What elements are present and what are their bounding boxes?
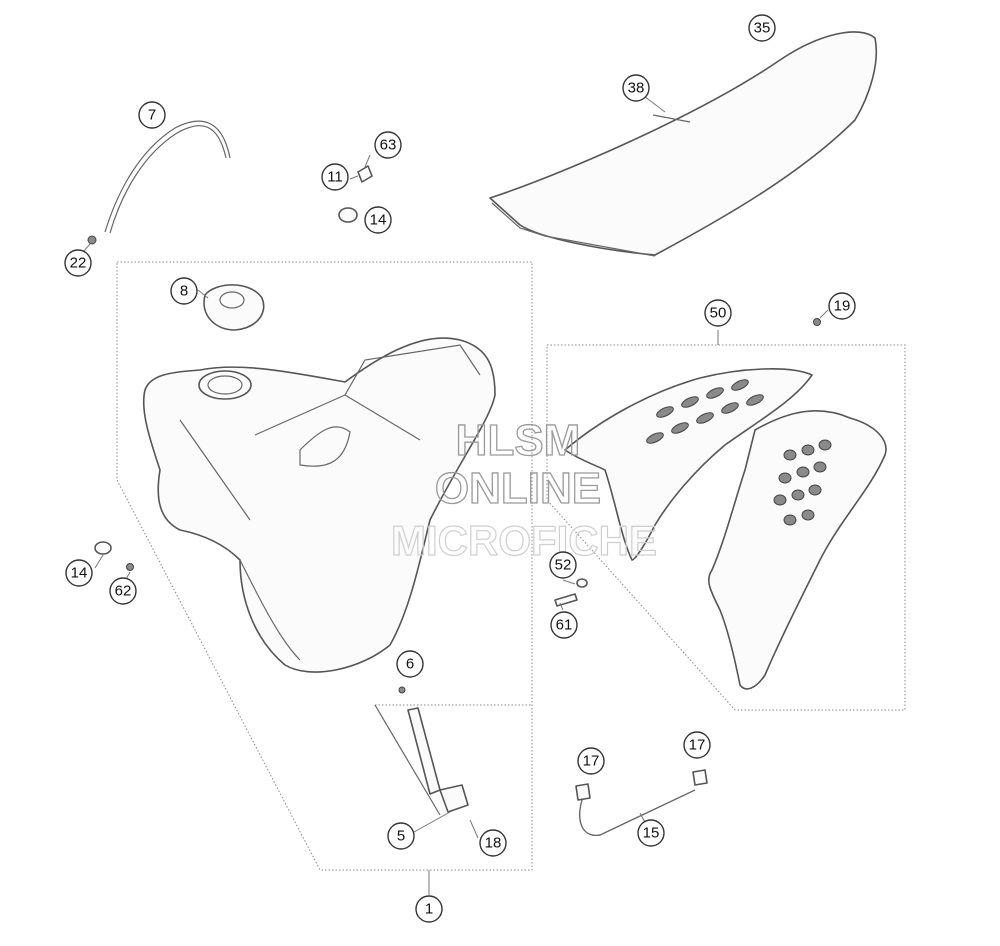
watermark: HLSM ONLINE MICROFICHE [390,415,657,564]
callout-15: 15 [637,819,665,847]
top-fasteners [338,165,373,223]
callout-1: 1 [415,895,443,923]
svg-text:14: 14 [370,212,387,229]
watermark-line2: ONLINE [435,464,601,513]
left-fasteners [94,541,134,571]
svg-text:50: 50 [710,305,727,322]
callout-14: 14 [364,206,392,234]
watermark-line3: MICROFICHE [391,517,657,564]
svg-text:62: 62 [115,583,132,600]
svg-text:19: 19 [834,298,851,315]
callout-11: 11 [321,163,349,191]
callout-52: 52 [549,551,577,579]
fuel-cap [203,284,265,331]
callouts: 35 38 7 63 11 14 22 8 50 19 14 62 52 61 … [64,14,856,923]
callout-38: 38 [622,74,650,102]
callout-19: 19 [828,292,856,320]
svg-text:14: 14 [71,565,88,582]
svg-text:15: 15 [643,825,660,842]
svg-text:17: 17 [689,737,706,754]
callout-35: 35 [748,14,776,42]
callout-14: 14 [65,559,93,587]
svg-text:6: 6 [406,656,414,673]
side-panel-left [564,368,813,561]
svg-text:63: 63 [380,137,397,154]
fuel-tank [142,337,496,673]
callout-5: 5 [387,822,415,850]
side-panel-right [708,410,887,690]
breather-hose [87,120,231,245]
svg-text:11: 11 [327,169,343,186]
svg-text:61: 61 [556,617,573,634]
vent-holes-right [773,439,832,526]
svg-text:17: 17 [583,753,600,770]
callout-17: 17 [683,731,711,759]
watermark-line1: HLSM [456,416,581,465]
svg-text:22: 22 [70,255,87,272]
svg-text:1: 1 [425,901,433,918]
group-frames [116,261,906,871]
svg-text:38: 38 [628,80,645,97]
svg-text:7: 7 [148,107,156,124]
fuel-hose [575,769,708,836]
callout-7: 7 [138,101,166,129]
callout-6: 6 [396,650,424,678]
svg-text:18: 18 [485,835,502,852]
callout-50: 50 [704,299,732,327]
callout-22: 22 [64,249,92,277]
seat [489,31,878,257]
callout-61: 61 [550,611,578,639]
svg-text:35: 35 [754,20,771,37]
fuel-tap [374,686,469,816]
callout-17: 17 [577,747,605,775]
callout-8: 8 [170,277,198,305]
svg-text:5: 5 [397,828,405,845]
svg-text:52: 52 [555,557,572,574]
vent-slots-left [646,379,764,444]
callout-18: 18 [479,829,507,857]
svg-text:8: 8 [180,283,188,300]
callout-63: 63 [374,131,402,159]
callout-62: 62 [109,577,137,605]
